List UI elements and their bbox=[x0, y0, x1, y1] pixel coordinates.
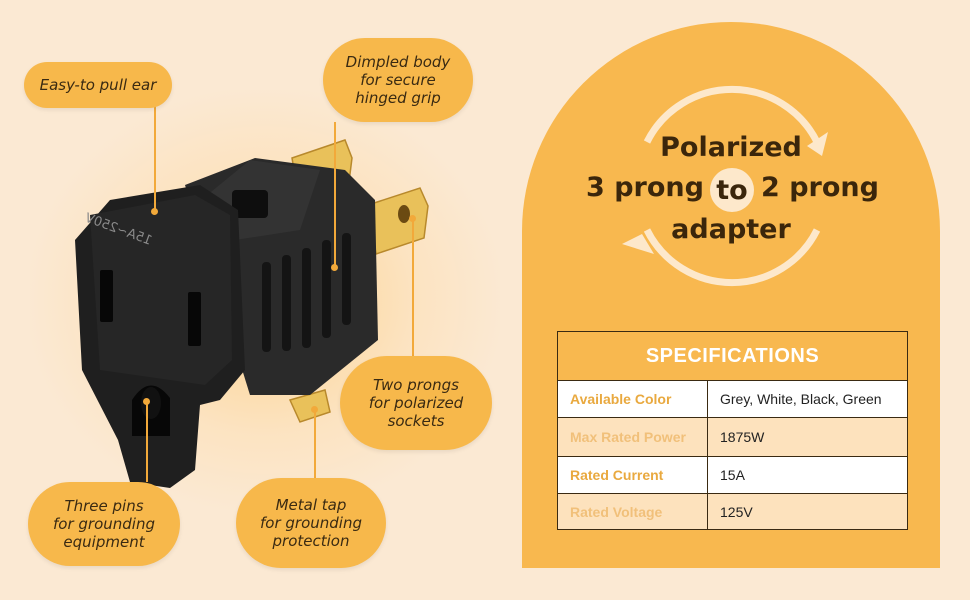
spec-value: 15A bbox=[707, 456, 908, 494]
dot-prongs bbox=[409, 215, 416, 222]
callout-pull-ear-text: Easy-to pull ear bbox=[39, 76, 157, 94]
callout-metal-tap: Metal tap for grounding protection bbox=[236, 478, 386, 568]
callout-two-prongs-text: Two prongs for polarized sockets bbox=[368, 376, 464, 430]
table-row: Available Color Grey, White, Black, Gree… bbox=[557, 380, 908, 418]
dot-ear bbox=[151, 208, 158, 215]
callout-three-pins-text: Three pins for grounding equipment bbox=[53, 497, 155, 551]
conversion-arrows-icon bbox=[622, 85, 828, 287]
spec-value: Grey, White, Black, Green bbox=[707, 380, 908, 418]
headline-line3: adapter bbox=[671, 214, 791, 245]
spec-label: Available Color bbox=[557, 380, 708, 418]
spec-label: Rated Voltage bbox=[557, 493, 708, 530]
callout-dimpled-body-text: Dimpled body for secure hinged grip bbox=[345, 53, 451, 107]
leader-pins bbox=[146, 402, 148, 482]
specifications-table: SPECIFICATIONS Available Color Grey, Whi… bbox=[557, 331, 908, 530]
specifications-title: SPECIFICATIONS bbox=[557, 331, 908, 381]
callout-two-prongs: Two prongs for polarized sockets bbox=[340, 356, 492, 450]
table-row: Max Rated Power 1875W bbox=[557, 417, 908, 457]
headline-line1: Polarized bbox=[660, 132, 802, 163]
callout-metal-tap-text: Metal tap for grounding protection bbox=[260, 496, 362, 550]
prong-bottom bbox=[367, 187, 429, 255]
callout-dimpled-body: Dimpled body for secure hinged grip bbox=[323, 38, 473, 122]
spec-value: 1875W bbox=[707, 417, 908, 457]
headline-to: to bbox=[716, 174, 748, 206]
leader-metal bbox=[314, 410, 316, 478]
leader-body bbox=[334, 122, 336, 268]
callout-three-pins: Three pins for grounding equipment bbox=[28, 482, 180, 566]
spec-label: Rated Current bbox=[557, 456, 708, 494]
spec-label: Max Rated Power bbox=[557, 417, 708, 457]
callout-pull-ear: Easy-to pull ear bbox=[24, 62, 172, 108]
headline-right: 2 prong bbox=[761, 172, 879, 203]
table-row: Rated Voltage 125V bbox=[557, 493, 908, 530]
headline-left: 3 prong bbox=[586, 172, 704, 203]
dot-metal bbox=[311, 406, 318, 413]
dot-pins bbox=[143, 398, 150, 405]
dot-body bbox=[331, 264, 338, 271]
spec-value: 125V bbox=[707, 493, 908, 530]
leader-prongs bbox=[412, 218, 414, 358]
table-row: Rated Current 15A bbox=[557, 456, 908, 494]
leader-ear bbox=[154, 106, 156, 210]
headline-line2: 3 prong to 2 prong bbox=[522, 168, 940, 214]
adapter-illustration: 15A~250V bbox=[75, 139, 429, 488]
headline-to-badge: to bbox=[710, 168, 754, 212]
